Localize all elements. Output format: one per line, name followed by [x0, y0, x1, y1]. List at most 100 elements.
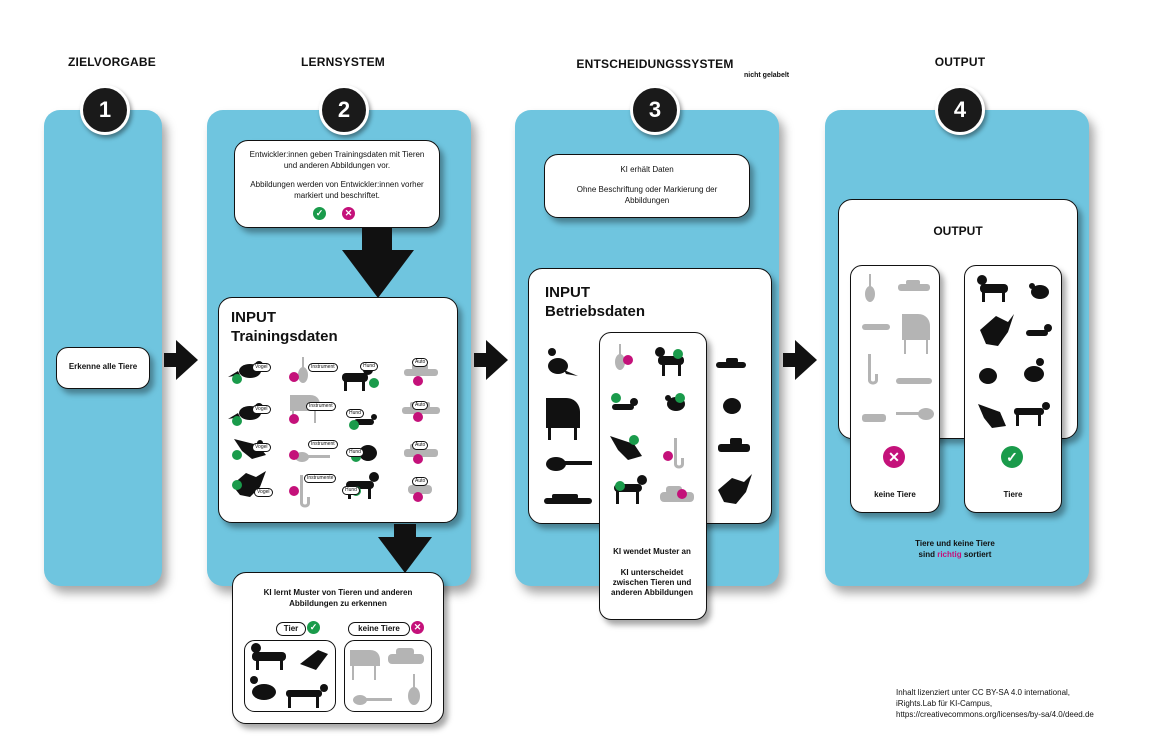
- violin-icon: [865, 274, 875, 302]
- stage-title-4: OUTPUT: [934, 55, 986, 69]
- output-left-label: keine Tiere: [874, 490, 916, 499]
- car-icon: [862, 324, 890, 330]
- violin-icon: [408, 674, 420, 705]
- receives-text-1: KI erhält Daten: [620, 165, 674, 174]
- developer-text-1: Entwickler:innen geben Trainingsdaten mi…: [249, 150, 425, 170]
- learned-animals: [244, 640, 336, 712]
- arrow-right-3: [783, 340, 817, 380]
- dog-icon: [286, 684, 328, 708]
- arrow-down-2: [394, 524, 416, 538]
- stage-number-1: 1: [80, 85, 130, 135]
- bird-icon: [300, 650, 328, 670]
- guitar-icon: [546, 457, 592, 471]
- cross-icon: ✕: [883, 446, 905, 468]
- training-input-label: INPUT: [231, 309, 276, 326]
- cross-icon: [677, 489, 687, 499]
- check-icon: ✓: [307, 621, 320, 634]
- arrow-down-2-head: [378, 537, 432, 573]
- check-icon: ✓: [313, 207, 326, 220]
- output-animals: [977, 275, 1052, 428]
- tag-auto: Auto: [412, 477, 429, 486]
- dog-icon: [359, 445, 377, 461]
- bird-icon: [232, 471, 266, 497]
- stage-title-1: ZIELVORGABE: [68, 55, 156, 69]
- license-line3: https://creativecommons.org/licenses/by-…: [896, 710, 1094, 719]
- tag-hund: Hund: [346, 409, 364, 418]
- bird-icon: [718, 474, 752, 504]
- tag-vogel: Vogel: [252, 405, 271, 414]
- dog-icon: [354, 414, 377, 425]
- check-icon: [629, 435, 639, 445]
- bird-icon: [980, 314, 1014, 346]
- output-title: OUTPUT: [933, 224, 983, 238]
- tag-instrument: Instrument: [306, 402, 336, 411]
- stage-number-2: 2: [319, 85, 369, 135]
- dog-icon: [1026, 324, 1052, 336]
- receives-card: KI erhält Daten Ohne Beschriftung oder M…: [544, 154, 750, 218]
- dog-icon: [979, 368, 997, 384]
- license-line1: Inhalt lizenziert unter CC BY-SA 4.0 int…: [896, 688, 1071, 697]
- cross-icon: ✕: [411, 621, 424, 634]
- summary-highlight: richtig: [937, 550, 962, 559]
- summary-text: sind: [918, 550, 938, 559]
- stage-title-2: LERNSYSTEM: [300, 55, 385, 69]
- check-icon: [675, 393, 685, 403]
- car-icon: [388, 648, 424, 664]
- apply-text-2: KI unterscheidet zwischen Tieren und and…: [611, 568, 693, 597]
- output-left-box: ✕ keine Tiere: [850, 265, 940, 513]
- saxophone-icon: [868, 354, 878, 385]
- operation-outer-icons: [544, 348, 752, 504]
- stage-number-4: 4: [935, 85, 985, 135]
- learn-text: KI lernt Muster von Tieren und anderen A…: [263, 588, 413, 608]
- developer-text-2: Abbildungen werden von Entwickler:innen …: [250, 180, 424, 200]
- summary-text-end: sortiert: [961, 550, 992, 559]
- bird-icon: [1029, 283, 1049, 299]
- tag-instrumente: Instrumente: [304, 474, 337, 483]
- dog-icon: [1014, 402, 1050, 426]
- car-icon: [544, 494, 592, 504]
- car-icon: [862, 414, 886, 422]
- keine-tiere-label: keine Tiere: [348, 622, 410, 636]
- violin-icon: [298, 357, 308, 383]
- operation-input-sub: Betriebsdaten: [545, 303, 646, 320]
- output-right-label: Tiere: [1003, 490, 1023, 499]
- receives-text-2: Ohne Beschriftung oder Markierung der Ab…: [576, 185, 718, 205]
- guitar-icon: [353, 695, 392, 705]
- guitar-icon: [896, 408, 934, 420]
- learned-objects: [344, 640, 432, 712]
- tag-instrument: Instrument: [308, 440, 338, 449]
- stage-title-3: ENTSCHEIDUNGSSYSTEM: [576, 57, 734, 71]
- violin-icon: [615, 344, 625, 370]
- apply-text-1: KI wendet Muster an: [613, 547, 691, 556]
- car-icon: [718, 438, 750, 452]
- saxophone-icon: [300, 475, 310, 508]
- check-icon: ✓: [1001, 446, 1023, 468]
- arrow-right-1: [164, 340, 198, 380]
- bird-icon: [978, 404, 1006, 428]
- tag-hund: Hund: [360, 362, 378, 371]
- tier-label: Tier: [276, 622, 306, 636]
- developer-card: Entwickler:innen geben Trainingsdaten mi…: [234, 140, 440, 228]
- goal-text: Erkenne alle Tiere: [68, 362, 138, 371]
- apply-card: [599, 332, 707, 620]
- license-text: Inhalt lizenziert unter CC BY-SA 4.0 int…: [896, 687, 1094, 720]
- bird-icon: [610, 436, 642, 460]
- arrow-right-2: [474, 340, 508, 380]
- tag-hund: Hund: [346, 448, 364, 457]
- apply-icons: [610, 344, 694, 504]
- output-right-box: ✓ Tiere: [964, 265, 1062, 513]
- tag-auto: Auto: [412, 441, 429, 450]
- car-icon: [898, 280, 930, 291]
- dog-icon: [251, 643, 286, 670]
- tag-vogel: Vogel: [252, 363, 271, 372]
- tag-vogel: Vogel: [254, 488, 273, 497]
- arrow-down-1-head: [342, 250, 414, 298]
- piano-icon: [902, 314, 930, 354]
- output-summary-line2: sind richtig sortiert: [880, 549, 1030, 560]
- tag-instrument: Instrument: [308, 363, 338, 372]
- check-icon: [611, 393, 621, 403]
- cross-icon: ✕: [342, 207, 355, 220]
- bird-icon: [548, 348, 578, 376]
- training-input-sub: Trainingsdaten: [231, 328, 338, 345]
- tag-vogel: Vogel: [252, 443, 271, 452]
